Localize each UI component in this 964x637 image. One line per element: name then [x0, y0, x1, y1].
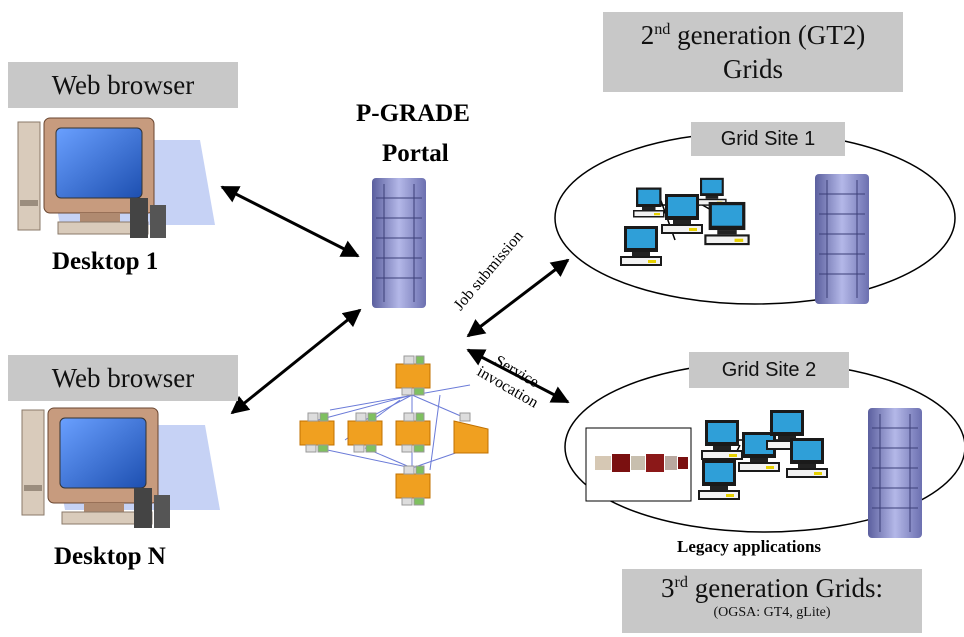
workflow-node: [395, 355, 431, 396]
desktopn-browser-label-box: Web browser: [8, 355, 238, 401]
workflow-node: [347, 412, 383, 453]
gt3-ordinal: 3: [661, 573, 675, 603]
arrow-service-invocation: [466, 348, 570, 404]
gt2-title-line1: 2nd generation (GT2): [603, 18, 903, 52]
portal-title-line2: Portal: [382, 140, 449, 167]
grid-site-2-label-box: Grid Site 2: [689, 352, 849, 388]
grid-site-1-label-box: Grid Site 1: [691, 122, 845, 156]
gt2-title-line2: Grids: [723, 54, 783, 84]
grid-site-1-boundary: [554, 131, 956, 305]
arrow-desktop1-portal: [220, 185, 360, 258]
gt2-ordinal-suffix: nd: [654, 20, 671, 38]
workflow-node: [395, 412, 431, 453]
gt3-title-rest: generation Grids:: [688, 573, 883, 603]
gt2-ordinal: 2: [640, 20, 655, 50]
legacy-applications-label: Legacy applications: [677, 537, 822, 556]
arrow-job-submission: [466, 258, 570, 338]
desktop1-browser-label: Web browser: [51, 70, 195, 100]
grid-site-1-server: [814, 173, 870, 305]
grid-site-2-network: [698, 410, 828, 500]
gt3-title: 3rd generation Grids:: [622, 573, 922, 603]
grid-site-1-label: Grid Site 1: [720, 128, 816, 150]
desktopn-browser-label: Web browser: [51, 363, 195, 393]
grid-site-2-label: Grid Site 2: [721, 359, 817, 381]
portal-server: [371, 177, 427, 309]
workflow-graph: [299, 355, 489, 506]
portal-title-line1: P-GRADE: [356, 100, 470, 127]
desktop-1-computer: [17, 117, 215, 238]
workflow-node: [395, 465, 431, 506]
desktop1-browser-label-box: Web browser: [8, 62, 238, 108]
workflow-node: [299, 412, 335, 453]
gt3-label-box: 3rd generation Grids: (OGSA: GT4, gLite): [622, 569, 922, 633]
desktop-1-name: Desktop 1: [52, 248, 159, 275]
desktop-n-name: Desktop N: [54, 543, 166, 570]
gt3-ordinal-suffix: rd: [674, 573, 689, 591]
gt3-subtitle: (OGSA: GT4, gLite): [713, 605, 831, 620]
gt2-label-box: 2nd generation (GT2) Grids: [603, 12, 903, 92]
grid-site-1-network: [620, 177, 750, 266]
legacy-applications-image: [585, 427, 692, 502]
grid-site-2-server: [867, 407, 923, 539]
arrow-desktopn-portal: [230, 308, 362, 415]
desktop-n-computer: [21, 407, 220, 528]
workflow-node: [453, 412, 489, 454]
gt2-title-rest: generation (GT2): [670, 20, 866, 50]
